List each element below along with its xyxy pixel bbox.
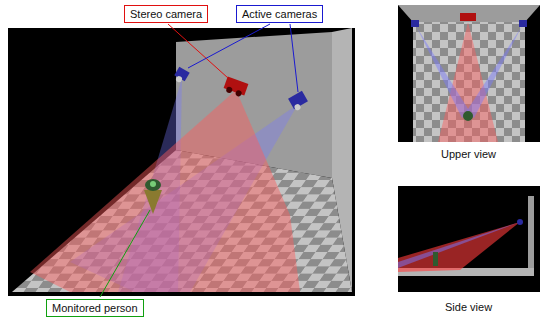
view-caption: Side view bbox=[445, 300, 492, 314]
callout-box: Monitored person bbox=[46, 299, 144, 317]
callout-text: Stereo camera bbox=[130, 7, 202, 21]
view-caption: Upper view bbox=[441, 147, 496, 161]
upper-view-image bbox=[398, 5, 540, 142]
callout-box: Active cameras bbox=[236, 5, 323, 23]
callout-text: Active cameras bbox=[242, 7, 317, 21]
callout-text: Monitored person bbox=[52, 301, 138, 315]
callout-box: Stereo camera bbox=[124, 5, 208, 23]
side-view-image bbox=[398, 186, 540, 292]
main-view bbox=[8, 28, 355, 296]
